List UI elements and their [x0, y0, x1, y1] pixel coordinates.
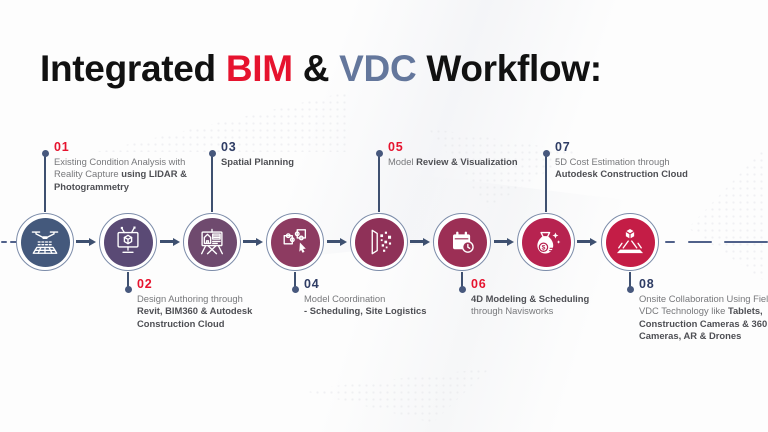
timeline-dash: [10, 241, 17, 244]
page-title: Integrated BIM & VDC Workflow:: [40, 48, 602, 90]
step-circle-1: [16, 213, 74, 271]
step-number: 01: [54, 140, 70, 154]
step-connector-line: [629, 272, 631, 288]
step-dot: [626, 285, 634, 293]
step-label-01: 01 Existing Condition Analysis with Real…: [54, 140, 209, 193]
step-dot: [208, 150, 216, 157]
step-label-04: 04 Model Coordination- Scheduling, Site …: [304, 277, 439, 318]
title-word: &: [292, 48, 340, 89]
step-circle-2: [99, 213, 157, 271]
step-dot: [375, 150, 383, 157]
flow-arrow-icon: [410, 237, 430, 246]
step-number: 08: [639, 277, 655, 291]
timeline-dash: [665, 241, 675, 244]
step-label-08: 08 Onsite Collaboration Using Field VDC …: [639, 277, 768, 343]
money-bag-icon: $: [521, 217, 571, 267]
title-word: Workflow:: [416, 48, 602, 89]
step-label-07: 07 5D Cost Estimation through Autodesk C…: [555, 140, 705, 181]
flow-arrow-icon: [76, 237, 96, 246]
step-circle-3: [183, 213, 241, 271]
step-number: 03: [221, 140, 237, 154]
step-number: 05: [388, 140, 404, 154]
flow-arrow-icon: [160, 237, 180, 246]
step-description: Spatial Planning: [221, 156, 294, 167]
drone-lidar-icon: [20, 217, 70, 267]
title-word-bim: BIM: [225, 48, 293, 89]
field-vdc-hologram-icon: [605, 217, 655, 267]
step-connector-line: [378, 155, 380, 212]
step-description: Onsite Collaboration Using Field VDC Tec…: [639, 293, 768, 342]
step-label-05: 05 Model Review & Visualization: [388, 140, 548, 168]
step-circle-8: [601, 213, 659, 271]
step-number: 02: [137, 277, 153, 291]
step-description: 4D Modeling & Scheduling through Naviswo…: [471, 293, 590, 317]
step-description: Design Authoring through Revit, BIM360 &…: [137, 293, 253, 329]
monitor-3d-model-icon: [103, 217, 153, 267]
step-dot: [458, 285, 466, 293]
step-connector-line: [211, 155, 213, 212]
step-description: Model Review & Visualization: [388, 156, 518, 167]
step-dot: [542, 150, 550, 157]
step-circle-5: [350, 213, 408, 271]
model-review-projection-icon: [354, 217, 404, 267]
step-dot: [291, 285, 299, 293]
step-label-06: 06 4D Modeling & Scheduling through Navi…: [471, 277, 606, 318]
step-description: Existing Condition Analysis with Reality…: [54, 156, 187, 192]
calendar-clock-icon: [437, 217, 487, 267]
title-word: Integrated: [40, 48, 226, 89]
title-word-vdc: VDC: [339, 48, 417, 89]
step-description: 5D Cost Estimation through Autodesk Cons…: [555, 156, 688, 180]
halftone-dots-decor: [300, 368, 490, 423]
step-description: Model Coordination- Scheduling, Site Log…: [304, 293, 427, 317]
step-connector-line: [44, 155, 46, 212]
puzzle-coordination-icon: [270, 217, 320, 267]
step-dot: [124, 285, 132, 293]
step-dot: [41, 150, 49, 157]
timeline-dash: [724, 241, 768, 244]
flow-arrow-icon: [494, 237, 514, 246]
timeline-dash: [688, 241, 712, 244]
step-connector-line: [127, 272, 129, 288]
flow-arrow-icon: [243, 237, 263, 246]
step-circle-7: $: [517, 213, 575, 271]
step-circle-4: [266, 213, 324, 271]
timeline-dash: [1, 241, 7, 244]
step-number: 04: [304, 277, 320, 291]
planning-board-icon: [187, 217, 237, 267]
flow-arrow-icon: [327, 237, 347, 246]
step-connector-line: [461, 272, 463, 288]
svg-text:$: $: [542, 245, 546, 252]
step-number: 06: [471, 277, 487, 291]
flow-arrow-icon: [577, 237, 597, 246]
step-circle-6: [433, 213, 491, 271]
step-number: 07: [555, 140, 571, 154]
step-connector-line: [294, 272, 296, 288]
step-label-02: 02 Design Authoring through Revit, BIM36…: [137, 277, 267, 330]
step-label-03: 03 Spatial Planning: [221, 140, 331, 168]
step-connector-line: [545, 155, 547, 212]
